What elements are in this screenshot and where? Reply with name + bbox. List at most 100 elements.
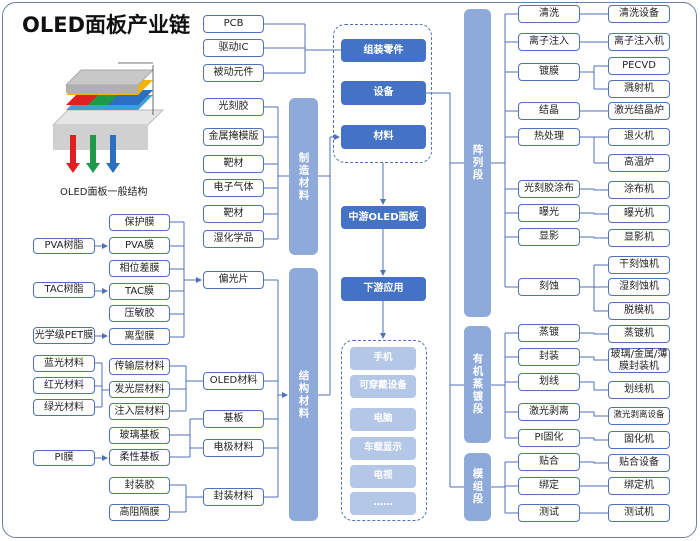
application-node: 电视 — [350, 465, 416, 488]
connector-line — [580, 188, 608, 191]
connector-line — [491, 333, 506, 438]
application-node: 电脑 — [350, 408, 416, 431]
manufacturing-material-node: 靶材 — [203, 155, 264, 173]
machine-node: 湿刻蚀机 — [608, 278, 670, 296]
process-node: 绑定 — [518, 477, 580, 495]
component-node: 驱动IC — [203, 39, 264, 57]
page-title: OLED面板产业链 — [22, 13, 191, 37]
connector-line — [491, 14, 506, 287]
process-node: 清洗 — [518, 5, 580, 23]
machine-node: 涂布机 — [608, 181, 670, 199]
process-node: 显影 — [518, 228, 580, 246]
machine-node: 离子注入机 — [608, 33, 670, 51]
structural-material-node: 基板 — [203, 410, 264, 428]
connector-line — [491, 462, 506, 513]
manufacturing-material-node: 电子气体 — [203, 179, 264, 197]
machine-node: 高温炉 — [608, 154, 670, 172]
connector-line — [318, 137, 331, 396]
machine-node: 绑定机 — [608, 477, 670, 495]
machine-node: 显影机 — [608, 229, 670, 247]
assembly-parts-node: 组装零件 — [341, 39, 426, 62]
raw-material-node: 红光材料 — [33, 377, 95, 394]
connector-line — [170, 484, 203, 513]
connector-line — [580, 356, 608, 361]
application-node: …… — [350, 492, 416, 515]
process-node: 测试 — [518, 504, 580, 522]
machine-node: 激光结晶炉 — [608, 102, 670, 120]
applications-group-box — [341, 340, 427, 521]
upstream-group-box — [333, 24, 432, 163]
structure-caption: OLED面板一般结构 — [60, 187, 148, 198]
midstream-oled-panel-node: 中游OLED面板 — [341, 206, 426, 229]
structural-material-node: 封装材料 — [203, 488, 264, 506]
raw-material-node: 蓝光材料 — [33, 355, 95, 372]
process-node: 曝光 — [518, 204, 580, 222]
sub-material-node: 相位差膜 — [109, 260, 170, 277]
connector-line — [580, 136, 608, 164]
sub-material-node: 柔性基板 — [109, 449, 170, 466]
structural-materials-bar: 结构材料 — [289, 268, 318, 521]
machine-node: 清洗设备 — [608, 5, 670, 23]
structural-material-node: 电极材料 — [203, 439, 264, 457]
connector-line — [580, 461, 608, 464]
manufacturing-materials-bar: 制造材料 — [289, 98, 318, 255]
machine-node: 划线机 — [608, 381, 670, 399]
manufacturing-material-node: 湿化学品 — [203, 230, 264, 248]
connector-line — [580, 65, 608, 90]
process-node: 蒸镀 — [518, 324, 580, 342]
manufacturing-material-node: 金属掩模版 — [203, 128, 264, 146]
machine-node: 干刻蚀机 — [608, 256, 670, 274]
machine-node: 溅射机 — [608, 80, 670, 98]
connector-line — [170, 365, 203, 412]
manufacturing-material-node: 光刻胶 — [203, 98, 264, 116]
sub-material-node: TAC膜 — [109, 283, 170, 300]
sub-material-node: 保护膜 — [109, 214, 170, 231]
raw-material-node: PI膜 — [33, 450, 95, 466]
sub-material-node: 注入层材料 — [109, 403, 170, 420]
process-node: 结晶 — [518, 102, 580, 120]
raw-material-node: PVA树脂 — [33, 238, 95, 254]
machine-node: PECVD — [608, 57, 670, 75]
sub-material-node: 发光层材料 — [109, 381, 170, 398]
application-node: 车载显示 — [350, 437, 416, 460]
sub-material-node: 玻璃基板 — [109, 427, 170, 444]
sub-material-node: 封装胶 — [109, 477, 170, 494]
process-node: 离子注入 — [518, 33, 580, 51]
machine-node: 玻璃/金属/薄膜封装机 — [608, 348, 670, 373]
connector-line — [95, 362, 109, 408]
application-node: 可穿戴设备 — [350, 375, 416, 398]
connector-line — [170, 418, 203, 458]
machine-node: 固化机 — [608, 431, 670, 449]
process-node: 封装 — [518, 348, 580, 366]
machine-node: 脱模机 — [608, 302, 670, 320]
oled-structure-illustration — [51, 62, 165, 173]
sub-material-node: 压敏胶 — [109, 305, 170, 322]
equipment-node: 设备 — [341, 81, 426, 105]
connector-line — [426, 92, 464, 488]
machine-node: 曝光机 — [608, 205, 670, 223]
component-node: PCB — [203, 15, 264, 33]
machine-node: 贴合设备 — [608, 454, 670, 472]
downstream-applications-node: 下游应用 — [341, 277, 426, 301]
process-node: 贴合 — [518, 453, 580, 471]
connector-line — [580, 212, 608, 215]
connector-line — [580, 264, 608, 312]
raw-material-node: TAC树脂 — [33, 282, 95, 298]
connector-line — [277, 107, 289, 239]
connector-line — [580, 437, 608, 441]
structural-material-node: 偏光片 — [203, 271, 264, 289]
evaporation-stage-bar: 有机蒸镀段 — [464, 326, 491, 443]
machine-node: 蒸镀机 — [608, 325, 670, 343]
process-node: 镀膜 — [518, 63, 580, 81]
connector-line — [580, 332, 608, 335]
sub-material-node: 传输层材料 — [109, 358, 170, 375]
sub-material-node: PVA膜 — [109, 237, 170, 254]
process-node: 激光剥离 — [518, 403, 580, 421]
machine-node: 测试机 — [608, 504, 670, 522]
process-node: 热处理 — [518, 128, 580, 146]
process-node: PI固化 — [518, 429, 580, 447]
connector-line — [580, 236, 608, 239]
raw-material-node: 绿光材料 — [33, 399, 95, 416]
